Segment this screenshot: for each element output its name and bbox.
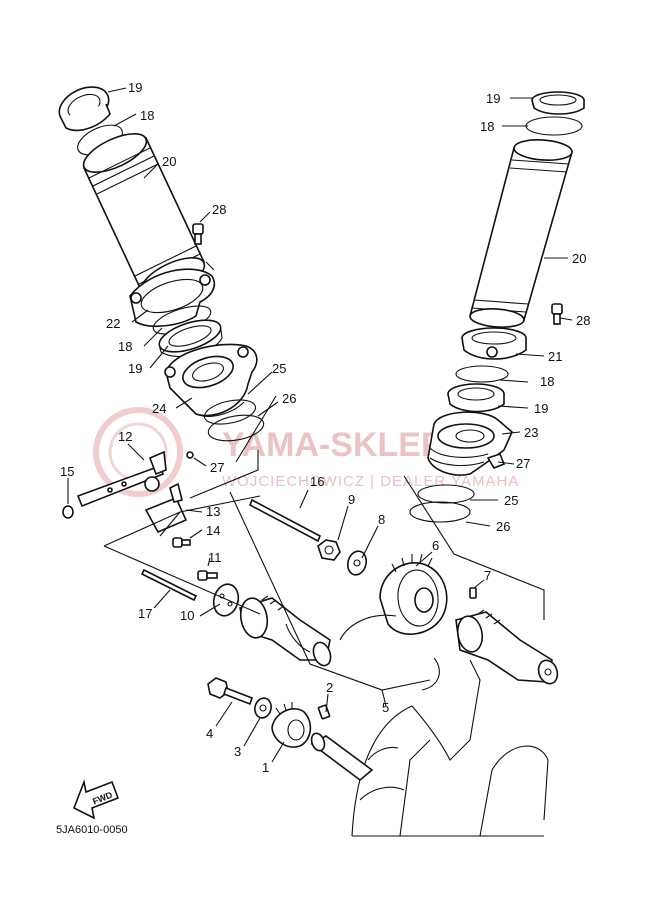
key-7	[469, 587, 477, 599]
o-ring-18-right-upper	[525, 116, 583, 136]
callout-19: 19	[128, 80, 142, 95]
o-ring-26-left	[207, 414, 265, 442]
bolt-28-right	[551, 303, 563, 325]
bolt-28-left	[192, 223, 204, 245]
callout-1: 1	[262, 760, 269, 775]
washer-15	[62, 505, 74, 519]
callout-26: 26	[496, 519, 510, 534]
callout-6: 6	[432, 538, 439, 553]
callout-26: 26	[282, 391, 296, 406]
callout-labels: 19 18 20 28 22 18 19 24 25 26 27 12 15 1…	[60, 80, 590, 775]
tube-20-right	[468, 139, 574, 328]
o-ring-25-right	[417, 484, 475, 504]
callout-8: 8	[378, 512, 385, 527]
callout-25: 25	[504, 493, 518, 508]
nut-9	[317, 539, 341, 561]
plate-10	[212, 583, 240, 617]
o-ring-18-right-lower	[455, 365, 509, 383]
callout-24: 24	[152, 401, 166, 416]
o-ring-25-left	[203, 399, 257, 425]
leader-lines	[67, 87, 573, 763]
bolt-14	[172, 537, 191, 548]
oil-seal-cap-19-left-side	[60, 103, 111, 132]
oil-seal-cap-19-right	[531, 91, 585, 115]
flange-21	[461, 327, 527, 360]
callout-16: 16	[310, 474, 324, 489]
callout-18: 18	[118, 339, 132, 354]
crankcase-outline	[339, 614, 549, 837]
left-upper-assembly	[58, 86, 265, 459]
callout-2: 2	[326, 680, 333, 695]
callout-14: 14	[206, 523, 220, 538]
callout-28: 28	[576, 313, 590, 328]
gear-6	[379, 553, 448, 635]
callout-22: 22	[106, 316, 120, 331]
lower-shaft	[310, 732, 374, 782]
bracket-13	[144, 482, 188, 534]
lever-12	[76, 450, 167, 508]
center-assembly	[207, 553, 559, 837]
rod-17	[140, 568, 198, 602]
callout-25: 25	[272, 361, 286, 376]
housing-24-left	[164, 343, 258, 417]
bolt-11	[197, 570, 218, 581]
callout-23: 23	[524, 425, 538, 440]
callout-3: 3	[234, 744, 241, 759]
key-2	[317, 704, 331, 720]
callout-20: 20	[572, 251, 586, 266]
callout-17: 17	[138, 606, 152, 621]
holder-22-left	[129, 268, 216, 328]
fwd-arrow-icon: FWD	[72, 779, 120, 820]
callout-27: 27	[210, 460, 224, 475]
oil-seal-19-right-lower	[447, 383, 505, 413]
callout-12: 12	[118, 429, 132, 444]
callout-21: 21	[548, 349, 562, 364]
callout-4: 4	[206, 726, 213, 741]
diagram-code: 5JA6010-0050	[56, 824, 128, 836]
shaft-gear-right	[455, 609, 559, 685]
callout-28: 28	[212, 202, 226, 217]
washer-3	[254, 697, 272, 719]
callout-19: 19	[534, 401, 548, 416]
washer-8	[346, 550, 368, 576]
callout-19: 19	[486, 91, 500, 106]
watermark-logo-ring	[93, 407, 183, 497]
housing-23-right	[427, 411, 513, 476]
shaft-gear-left	[239, 595, 332, 667]
callout-15: 15	[60, 464, 74, 479]
callout-7: 7	[484, 568, 491, 583]
callout-20: 20	[162, 154, 176, 169]
gear-1	[271, 702, 312, 748]
callout-19: 19	[128, 361, 142, 376]
rod-16	[248, 498, 322, 543]
watermark-sub-text: WOJCIECHOWICZ | DEALER YAMAHA	[222, 473, 519, 490]
dowel-27-left	[186, 451, 194, 459]
bolt-4	[207, 677, 254, 706]
callout-27: 27	[516, 456, 530, 471]
callout-11: 11	[208, 550, 222, 565]
right-upper-assembly	[409, 91, 585, 523]
callout-18: 18	[140, 108, 154, 123]
callout-9: 9	[348, 492, 355, 507]
callout-18: 18	[540, 374, 554, 389]
callout-18: 18	[480, 119, 494, 134]
o-ring-26-right	[409, 501, 471, 523]
callout-13: 13	[206, 504, 220, 519]
callout-10: 10	[180, 608, 194, 623]
callout-5: 5	[382, 700, 389, 715]
